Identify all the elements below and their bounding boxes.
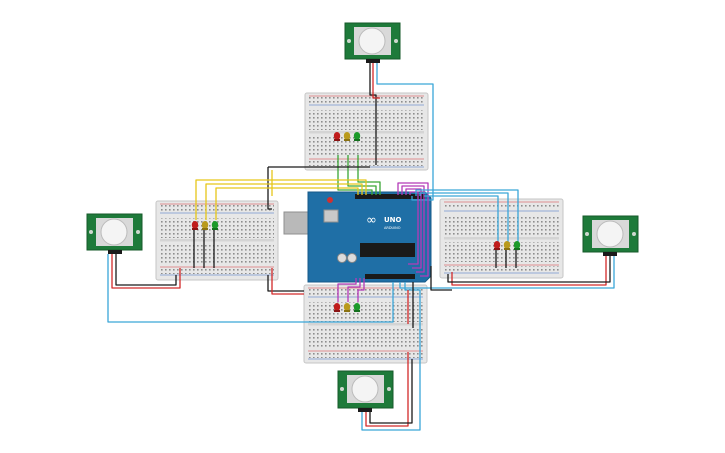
led-yellow-icon bbox=[503, 241, 511, 250]
led-red-icon bbox=[333, 132, 341, 141]
wire-black bbox=[430, 266, 452, 291]
wire-blue bbox=[424, 195, 499, 245]
wire-yellow bbox=[205, 183, 363, 220]
traffic-light-top bbox=[333, 132, 361, 141]
pir-sensor-right bbox=[582, 215, 639, 256]
wire-yellow bbox=[195, 179, 367, 220]
wire-green bbox=[357, 155, 381, 195]
wire-purple bbox=[357, 278, 365, 302]
led-green-icon bbox=[513, 241, 521, 250]
wire-red bbox=[365, 352, 409, 427]
led-green-icon bbox=[211, 221, 219, 230]
pir-sensor-bottom bbox=[337, 370, 394, 412]
traffic-light-bottom bbox=[333, 303, 361, 312]
led-red-icon bbox=[333, 303, 341, 312]
wire-blue bbox=[399, 256, 615, 289]
led-yellow-icon bbox=[343, 132, 351, 141]
traffic-light-left bbox=[191, 221, 219, 230]
wire-black bbox=[267, 167, 272, 210]
board-brand-label: ARDUINO bbox=[384, 226, 401, 230]
breadboard-top bbox=[304, 92, 429, 171]
wire-purple bbox=[397, 182, 429, 277]
arduino-uno-board: ∞ UNO ARDUINO bbox=[283, 191, 432, 283]
wire-red bbox=[372, 63, 380, 99]
wire-blue bbox=[376, 63, 434, 201]
pir-sensor-left bbox=[86, 213, 143, 254]
wire-purple bbox=[337, 278, 357, 302]
wire-black bbox=[115, 254, 177, 286]
wire-black bbox=[369, 359, 413, 424]
wire-green bbox=[337, 155, 373, 195]
breadboard-right bbox=[439, 198, 564, 279]
wire-purple bbox=[401, 185, 425, 273]
wire-red bbox=[451, 256, 607, 286]
reset-button bbox=[327, 197, 333, 203]
wire-blue bbox=[361, 282, 421, 431]
atmega-chip bbox=[360, 243, 415, 257]
wire-yellow bbox=[215, 187, 359, 220]
wire-purple bbox=[347, 278, 361, 302]
wire-blue bbox=[415, 189, 519, 245]
breadboard-left bbox=[155, 200, 279, 281]
wire-red bbox=[111, 254, 181, 289]
led-green-icon bbox=[353, 132, 361, 141]
capacitor bbox=[347, 253, 357, 263]
led-yellow-icon bbox=[201, 221, 209, 230]
wire-blue bbox=[419, 192, 509, 245]
led-red-icon bbox=[493, 241, 501, 250]
wire-red bbox=[271, 268, 304, 295]
wire-black bbox=[447, 256, 611, 283]
led-green-icon bbox=[353, 303, 361, 312]
digital-header bbox=[355, 194, 425, 199]
led-yellow-icon bbox=[343, 303, 351, 312]
arduino-logo-icon: ∞ bbox=[366, 213, 377, 228]
usb-connector bbox=[283, 211, 309, 235]
led-red-icon bbox=[191, 221, 199, 230]
wires bbox=[107, 63, 615, 431]
pir-sensor-top bbox=[344, 22, 401, 63]
board-model-label: UNO bbox=[384, 216, 402, 224]
wire-purple bbox=[405, 188, 422, 269]
wire-blue bbox=[107, 254, 394, 323]
analog-header bbox=[365, 274, 415, 279]
capacitor bbox=[337, 253, 347, 263]
traffic-light-right bbox=[493, 241, 521, 250]
wire-black bbox=[267, 275, 304, 292]
wire-purple bbox=[408, 191, 419, 265]
